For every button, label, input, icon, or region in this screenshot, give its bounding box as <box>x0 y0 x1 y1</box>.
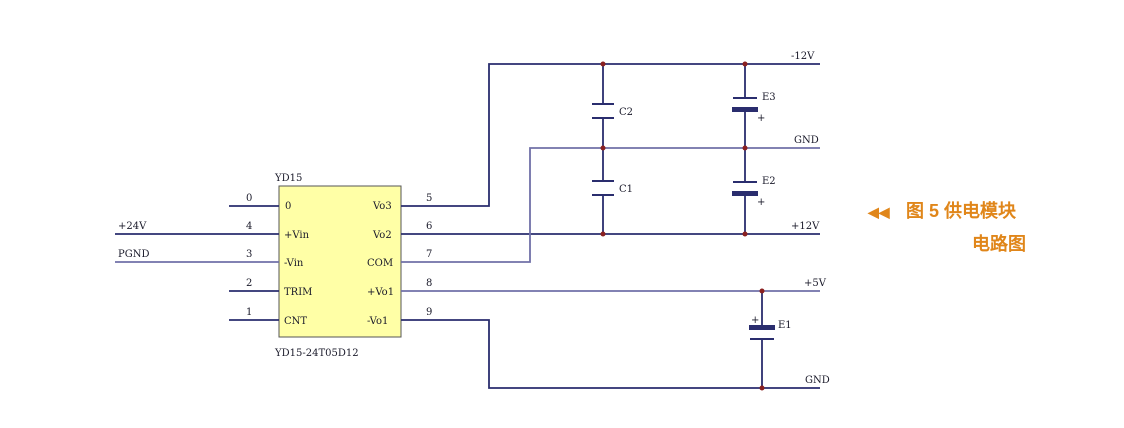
output-wires <box>401 63 820 389</box>
pin-name-vin-plus: +Vin <box>284 230 310 241</box>
pin-num-5: 5 <box>426 193 432 204</box>
net-pgnd: PGND <box>118 249 149 260</box>
svg-text:+: + <box>757 113 765 124</box>
pin-num-1: 1 <box>246 307 252 318</box>
electrolytic-e1: + <box>749 315 775 340</box>
electrolytic-e2: + <box>732 181 765 208</box>
pin-num-2: 2 <box>246 278 252 289</box>
net-plus5v: +5V <box>804 278 827 289</box>
label-e3: E3 <box>762 92 776 103</box>
pin-name-cnt: CNT <box>284 316 307 327</box>
chip-body <box>278 185 402 338</box>
pin-num-3: 3 <box>246 249 252 260</box>
pin-num-7: 7 <box>426 249 432 260</box>
pin-num-0: 0 <box>246 193 252 204</box>
pin-num-9: 9 <box>426 307 432 318</box>
chip-ref: YD15 <box>274 173 302 184</box>
capacitor-c1 <box>592 180 614 196</box>
junction-dots <box>600 61 765 391</box>
net-gnd-top: GND <box>794 135 819 146</box>
pin-name-0: 0 <box>285 201 291 212</box>
pin-name-vin-minus: -Vin <box>284 258 304 269</box>
left-pins <box>115 205 279 321</box>
pin-name-vo3: Vo3 <box>372 201 392 212</box>
pin-num-4: 4 <box>246 221 252 232</box>
label-e2: E2 <box>762 176 776 187</box>
net-plus12v: +12V <box>791 221 820 232</box>
svg-text:+: + <box>751 315 759 326</box>
net-minus12v: -12V <box>791 51 815 62</box>
capacitor-c2 <box>592 103 614 119</box>
net-gnd-bottom: GND <box>805 375 830 386</box>
label-c1: C1 <box>619 184 633 195</box>
pin-name-com: COM <box>367 258 393 269</box>
pin-num-8: 8 <box>426 278 432 289</box>
caption-line1: 图 5 供电模块 <box>906 200 1017 221</box>
label-e1: E1 <box>778 320 792 331</box>
pin-name-vo2: Vo2 <box>372 230 392 241</box>
chip-part: YD15-24T05D12 <box>274 348 359 359</box>
svg-text:+: + <box>757 197 765 208</box>
caption-line2: 电路图 <box>972 233 1026 254</box>
label-c2: C2 <box>619 107 633 118</box>
pin-name-vo1-plus: +Vo1 <box>367 287 394 298</box>
pin-num-6: 6 <box>426 221 432 232</box>
electrolytic-e3: + <box>732 97 765 124</box>
pin-name-trim: TRIM <box>284 287 312 298</box>
net-plus24v: +24V <box>118 221 147 232</box>
caption-marker-icon: ◀◀ <box>867 204 890 220</box>
pin-name-vo1-minus: -Vo1 <box>367 316 388 327</box>
